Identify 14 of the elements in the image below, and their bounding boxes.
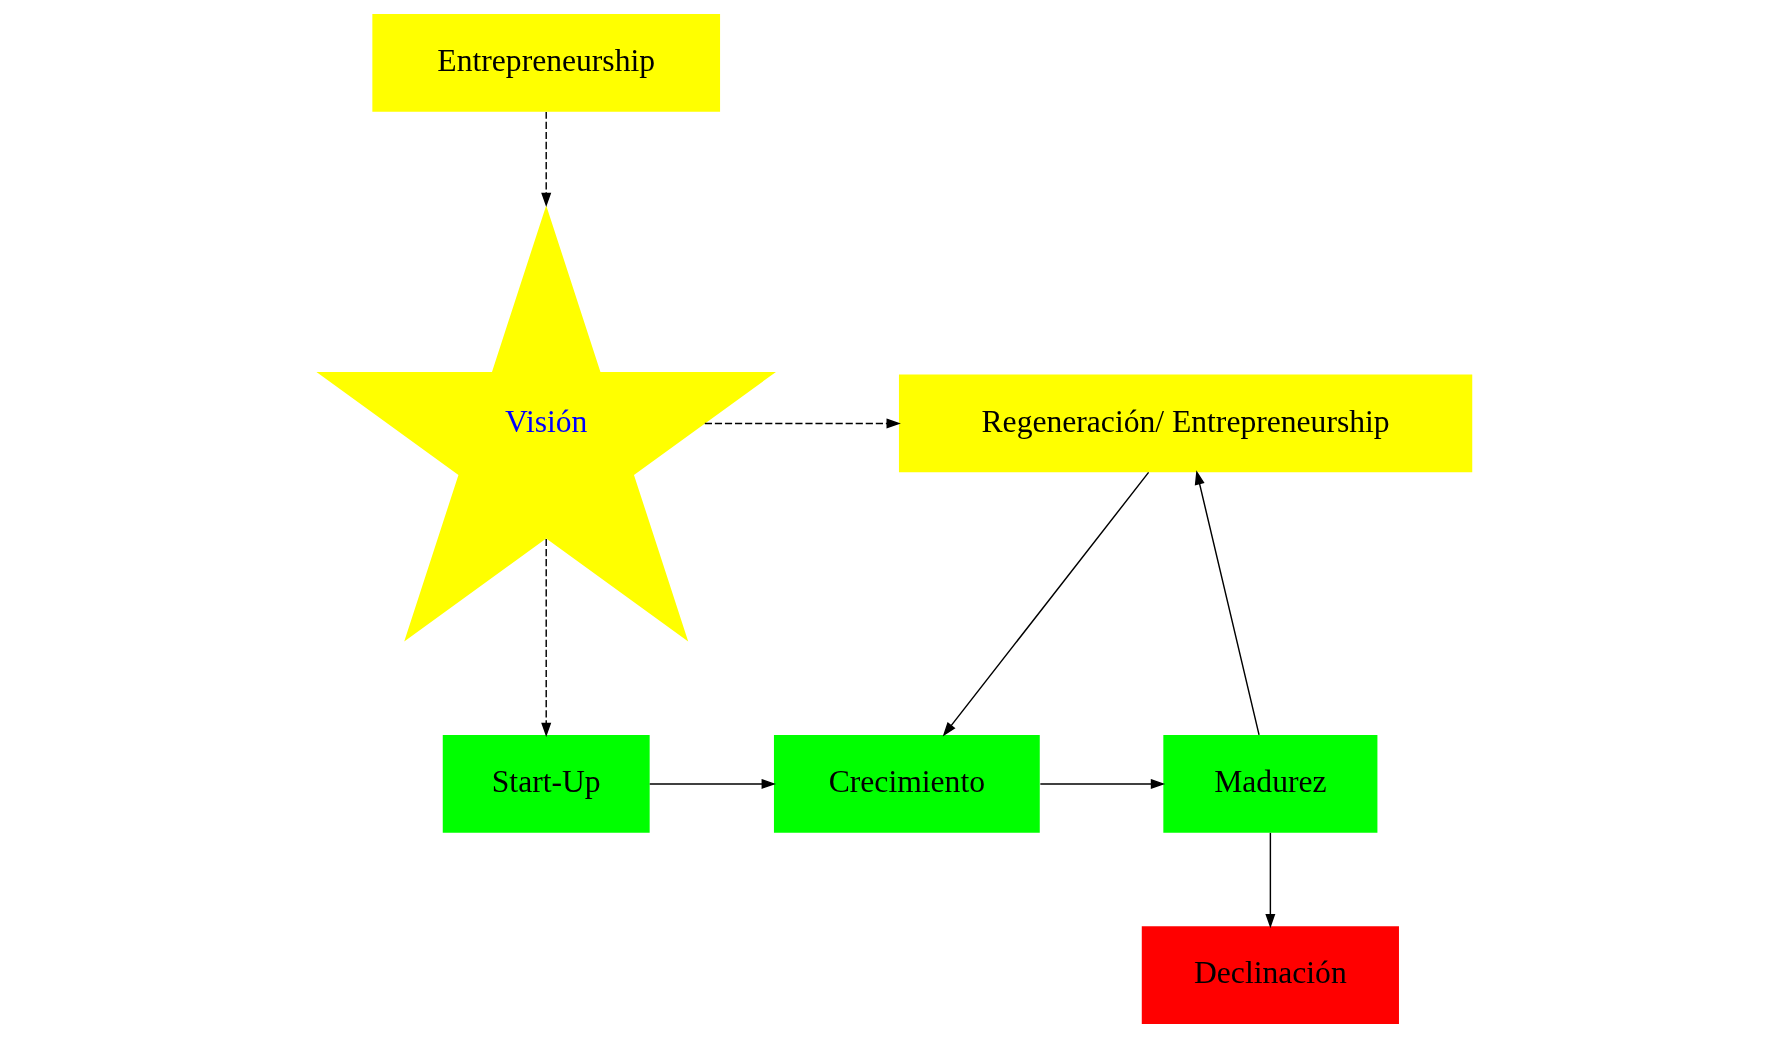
arrow <box>704 418 901 429</box>
arrow <box>649 778 776 789</box>
node-box: Regeneración/ Entrepreneurship <box>898 374 1473 473</box>
arrow <box>1265 832 1276 929</box>
node-box: Start-Up <box>442 735 650 833</box>
arrow <box>1039 778 1166 789</box>
node-box: Entrepreneurship <box>372 14 721 112</box>
arrow <box>541 538 552 738</box>
arrow <box>1194 470 1260 736</box>
arrow <box>541 111 552 208</box>
arrow <box>942 471 1150 737</box>
node-box: Crecimiento <box>773 735 1040 833</box>
node-box: Declinación <box>1141 926 1399 1024</box>
node-box: Madurez <box>1163 735 1378 833</box>
